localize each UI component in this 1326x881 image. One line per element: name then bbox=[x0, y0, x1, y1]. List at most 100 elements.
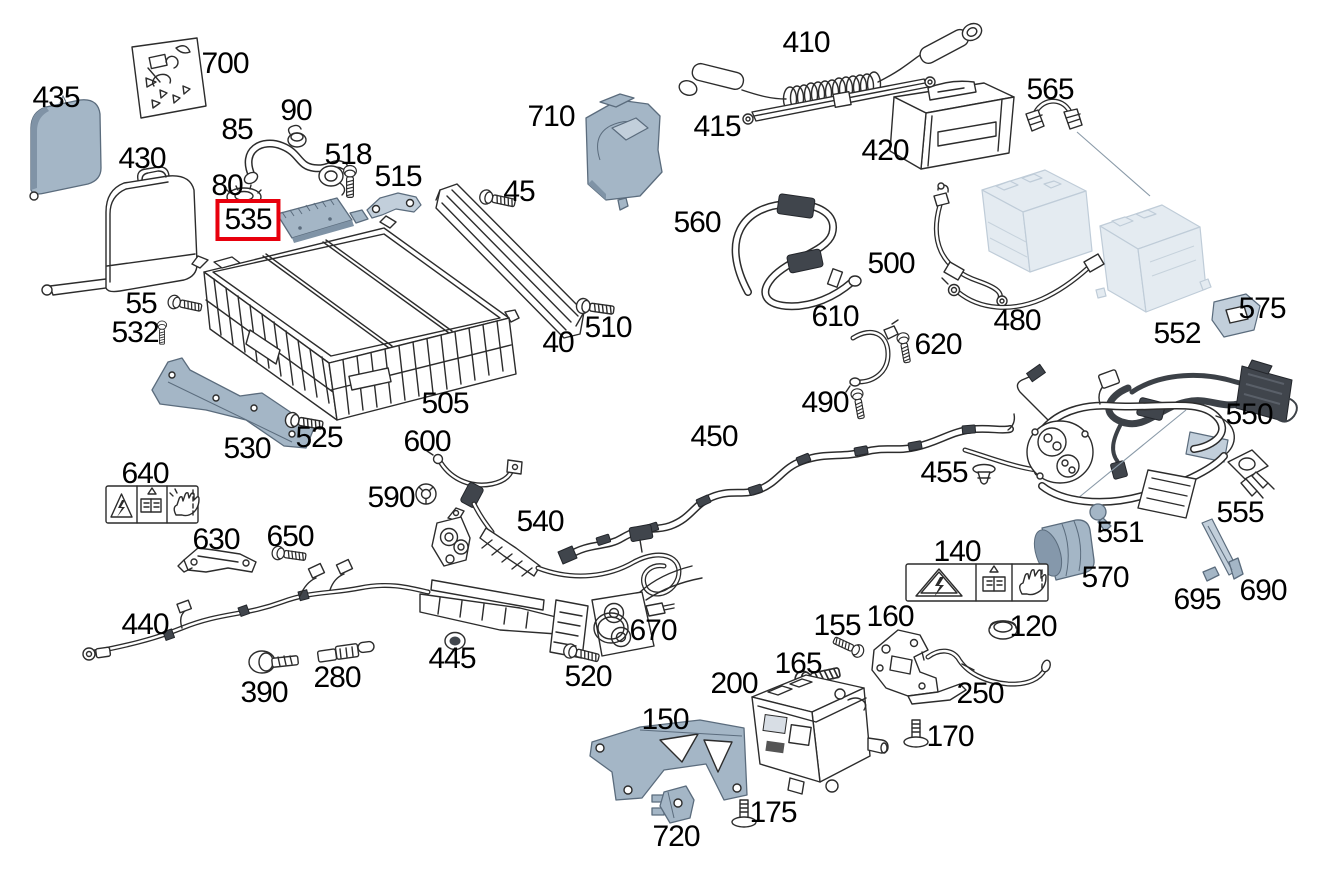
retaining-strap-415 bbox=[742, 76, 936, 125]
nut-590 bbox=[415, 483, 437, 505]
part-label-640[interactable]: 640 bbox=[121, 457, 169, 490]
instruction-sticker-700 bbox=[131, 37, 207, 119]
part-label-85[interactable]: 85 bbox=[221, 113, 253, 146]
part-label-610[interactable]: 610 bbox=[811, 300, 859, 333]
part-label-560[interactable]: 560 bbox=[673, 206, 721, 239]
hv-cable-540 bbox=[460, 482, 682, 597]
part-label-455[interactable]: 455 bbox=[920, 456, 968, 489]
bracket-150 bbox=[589, 719, 748, 801]
part-label-600[interactable]: 600 bbox=[403, 425, 451, 458]
part-label-518[interactable]: 518 bbox=[324, 138, 372, 171]
part-label-140[interactable]: 140 bbox=[933, 535, 981, 568]
part-label-155[interactable]: 155 bbox=[813, 609, 861, 642]
part-label-490[interactable]: 490 bbox=[801, 386, 849, 419]
part-label-55[interactable]: 55 bbox=[125, 287, 157, 320]
part-label-720[interactable]: 720 bbox=[652, 820, 700, 853]
charge-port-550 bbox=[962, 363, 1235, 519]
part-label-690[interactable]: 690 bbox=[1239, 574, 1287, 607]
part-label-250[interactable]: 250 bbox=[956, 677, 1004, 710]
part-label-630[interactable]: 630 bbox=[192, 523, 240, 556]
part-label-535[interactable]: 535 bbox=[215, 199, 281, 241]
part-label-505[interactable]: 505 bbox=[421, 387, 469, 420]
warning-label-140 bbox=[905, 563, 1049, 602]
part-label-90[interactable]: 90 bbox=[280, 94, 312, 127]
strip-690 bbox=[1201, 518, 1244, 580]
jumper-cable-565 bbox=[1025, 98, 1151, 197]
clip-695 bbox=[1202, 566, 1220, 582]
ground-cable-500 bbox=[933, 182, 1008, 307]
part-label-480[interactable]: 480 bbox=[993, 304, 1041, 337]
battery-cover-430 bbox=[41, 166, 198, 296]
coolant-valve-710 bbox=[585, 93, 663, 211]
hose-clamp-90 bbox=[287, 124, 307, 148]
part-label-515[interactable]: 515 bbox=[374, 160, 422, 193]
part-label-650[interactable]: 650 bbox=[266, 520, 314, 553]
part-label-700[interactable]: 700 bbox=[201, 47, 249, 80]
part-label-570[interactable]: 570 bbox=[1081, 561, 1129, 594]
part-label-440[interactable]: 440 bbox=[121, 608, 169, 641]
ground-cable-480 bbox=[941, 253, 1105, 310]
part-label-160[interactable]: 160 bbox=[866, 600, 914, 633]
part-label-430[interactable]: 430 bbox=[118, 142, 166, 175]
part-label-175[interactable]: 175 bbox=[749, 796, 797, 829]
hv-harness-440 bbox=[82, 558, 703, 661]
vent-hose-610 bbox=[845, 319, 899, 393]
bracket-160 bbox=[871, 629, 967, 705]
power-electronics-200 bbox=[751, 674, 889, 795]
part-label-40[interactable]: 40 bbox=[542, 326, 574, 359]
part-label-520[interactable]: 520 bbox=[564, 660, 612, 693]
control-module-535[interactable] bbox=[276, 197, 369, 243]
part-label-500[interactable]: 500 bbox=[867, 247, 915, 280]
part-label-435[interactable]: 435 bbox=[32, 81, 80, 114]
part-label-565[interactable]: 565 bbox=[1026, 73, 1074, 106]
battery-cover-435 bbox=[29, 94, 102, 201]
part-label-280[interactable]: 280 bbox=[313, 661, 361, 694]
sensor-280 bbox=[316, 640, 375, 663]
grommet-120 bbox=[988, 620, 1018, 640]
part-label-695[interactable]: 695 bbox=[1173, 583, 1221, 616]
part-label-170[interactable]: 170 bbox=[926, 720, 974, 753]
part-label-165[interactable]: 165 bbox=[774, 647, 822, 680]
part-label-620[interactable]: 620 bbox=[914, 328, 962, 361]
ground-strap-600 bbox=[426, 450, 523, 488]
connector-cap-555 bbox=[1227, 449, 1275, 499]
part-label-450[interactable]: 450 bbox=[690, 420, 738, 453]
part-label-120[interactable]: 120 bbox=[1009, 610, 1057, 643]
part-label-445[interactable]: 445 bbox=[428, 642, 476, 675]
bolt-390 bbox=[248, 650, 299, 674]
part-label-540[interactable]: 540 bbox=[516, 505, 564, 538]
part-label-670[interactable]: 670 bbox=[629, 614, 677, 647]
part-label-410[interactable]: 410 bbox=[782, 26, 830, 59]
o-ring-670 bbox=[593, 612, 629, 644]
part-label-420[interactable]: 420 bbox=[861, 134, 909, 167]
part-label-552[interactable]: 552 bbox=[1153, 317, 1201, 350]
part-label-510[interactable]: 510 bbox=[584, 311, 632, 344]
bracket-580 bbox=[431, 507, 471, 567]
part-label-45[interactable]: 45 bbox=[503, 175, 535, 208]
part-label-530[interactable]: 530 bbox=[223, 432, 271, 465]
part-label-200[interactable]: 200 bbox=[710, 667, 758, 700]
mounting-rail-40 bbox=[435, 183, 585, 339]
part-label-415[interactable]: 415 bbox=[693, 110, 741, 143]
part-label-550[interactable]: 550 bbox=[1225, 398, 1273, 431]
part-label-532[interactable]: 532 bbox=[111, 316, 159, 349]
warning-label-640 bbox=[105, 485, 200, 524]
charging-cable-410 bbox=[678, 22, 983, 112]
part-label-575[interactable]: 575 bbox=[1238, 292, 1286, 325]
hv-battery-505 bbox=[191, 215, 520, 421]
part-label-150[interactable]: 150 bbox=[641, 703, 689, 736]
part-label-390[interactable]: 390 bbox=[240, 676, 288, 709]
part-label-525[interactable]: 525 bbox=[295, 421, 343, 454]
part-label-551[interactable]: 551 bbox=[1096, 516, 1144, 549]
hose-250 bbox=[921, 648, 1051, 687]
clip-720 bbox=[651, 785, 695, 824]
part-label-590[interactable]: 590 bbox=[367, 481, 415, 514]
clip-455 bbox=[972, 463, 996, 485]
part-label-80[interactable]: 80 bbox=[211, 169, 243, 202]
ghost-module-left bbox=[981, 169, 1093, 273]
part-label-555[interactable]: 555 bbox=[1216, 496, 1264, 529]
part-label-710[interactable]: 710 bbox=[527, 100, 575, 133]
